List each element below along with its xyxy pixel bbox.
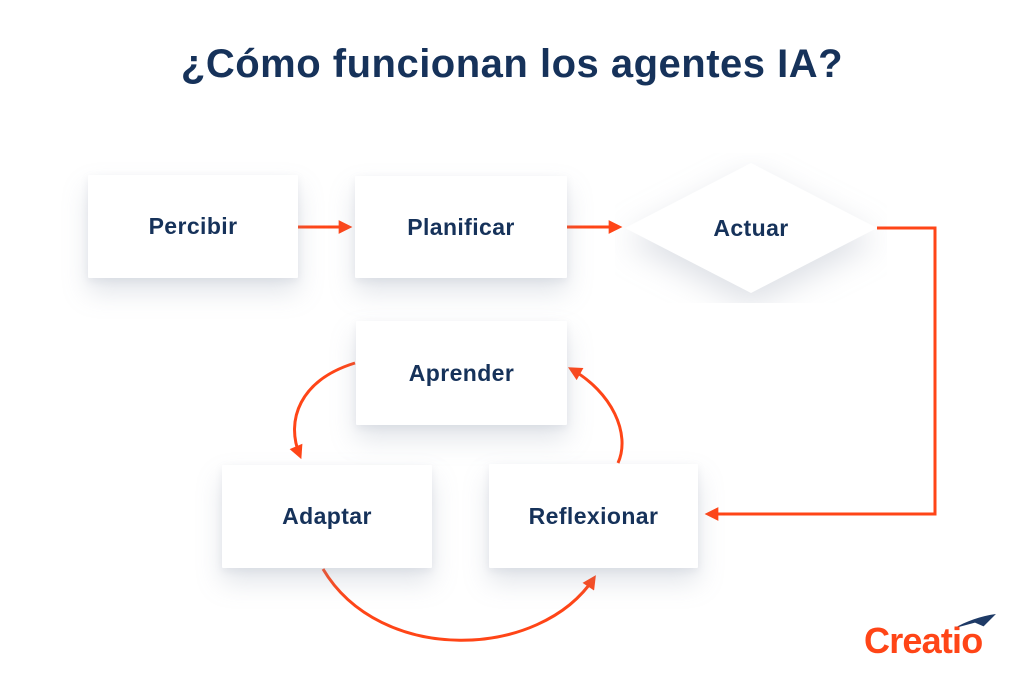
node-aprender-label: Aprender (408, 359, 515, 386)
paper-plane-icon (954, 614, 996, 629)
diamond-shape (625, 163, 877, 293)
diagram-title: ¿Cómo funcionan los agentes IA? (180, 42, 844, 86)
node-aprender: Aprender (356, 321, 567, 425)
edge-adaptar-reflexionar (321, 568, 596, 642)
node-percibir: Percibir (88, 175, 298, 278)
edge-aprender-adaptar (289, 361, 356, 460)
node-percibir-label: Percibir (148, 213, 238, 239)
creatio-logo: Creatio (862, 612, 1002, 670)
node-planificar: Planificar (355, 176, 567, 278)
edge-reflexionar-aprender (567, 367, 624, 464)
node-actuar: Actuar (615, 153, 887, 303)
node-reflexionar-label: Reflexionar (528, 502, 659, 529)
node-adaptar-label: Adaptar (282, 503, 372, 529)
node-adaptar: Adaptar (222, 465, 432, 568)
node-reflexionar: Reflexionar (489, 464, 698, 568)
node-actuar-label: Actuar (713, 214, 789, 241)
creatio-logo-text: Creatio (864, 620, 983, 661)
node-planificar-label: Planificar (407, 213, 515, 240)
